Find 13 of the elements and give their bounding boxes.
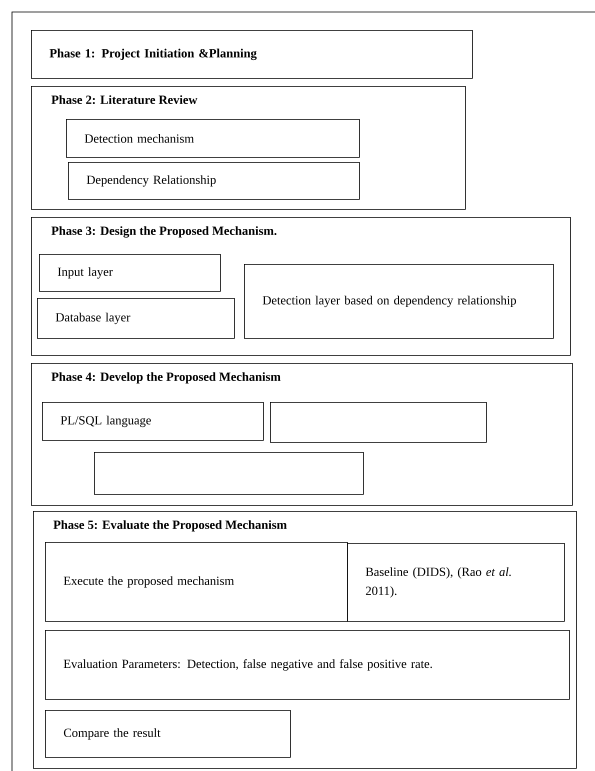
item-box: Detection mechanism (66, 119, 360, 158)
phase-box: Phase 1: Project Initiation &Planning (31, 30, 473, 79)
item-box: Compare the result (45, 710, 291, 758)
item-box: Dependency Relationship (68, 162, 360, 200)
item-box: Baseline (DIDS), (Rao et al. 2011). (347, 543, 565, 622)
empty-box (270, 402, 487, 443)
empty-box (94, 452, 364, 495)
item-box: PL/SQL language (42, 402, 264, 441)
item-box: Database layer (37, 298, 235, 339)
item-box: Detection layer based on dependency relationship (244, 264, 554, 339)
item-box: Input layer (39, 254, 221, 292)
item-box: Evaluation Parameters: Detection, false negative and false positive rate. (45, 630, 570, 700)
item-box: Execute the proposed mechanism (45, 542, 348, 622)
